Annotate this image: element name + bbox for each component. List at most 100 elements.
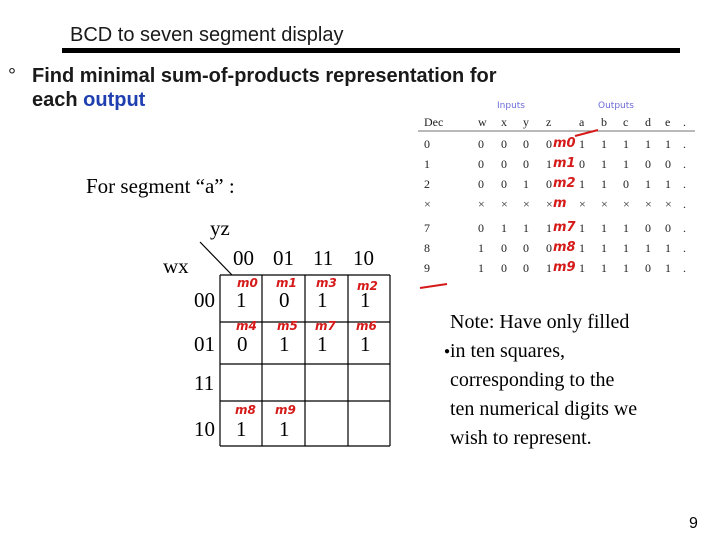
truth-cell: . [683, 197, 686, 211]
bullet-line-2: each output [32, 88, 145, 112]
truth-cell: 1 [623, 221, 629, 235]
truth-cell: × [665, 197, 672, 211]
kmap-cell: 0 [279, 288, 290, 312]
truth-cell: 0 [523, 241, 529, 255]
truth-cell: 0 [478, 221, 484, 235]
truth-minterm: m9 [553, 260, 576, 275]
truth-cell: 1 [579, 261, 585, 275]
truth-cell: × [424, 197, 431, 211]
truth-cell: . [683, 221, 686, 235]
truth-cell: × [546, 197, 553, 211]
truth-cell: 1 [579, 177, 585, 191]
kmap-minterm: m4 [236, 319, 257, 333]
truth-cell: 1 [601, 221, 607, 235]
truth-cell: 1 [665, 241, 671, 255]
truth-cell: 0 [546, 137, 552, 151]
kmap-minterm: m2 [357, 279, 378, 293]
truth-cell: × [623, 197, 630, 211]
truth-cell: 1 [523, 221, 529, 235]
kmap-diagonal [199, 241, 233, 276]
truth-header-cell: x [501, 115, 507, 129]
kmap-cell: 1 [279, 332, 290, 356]
truth-cell: . [683, 157, 686, 171]
truth-cell: 0 [665, 157, 671, 171]
truth-cell: 0 [579, 157, 585, 171]
truth-cell: . [683, 137, 686, 151]
truth-cell: × [501, 197, 508, 211]
truth-cell: × [523, 197, 530, 211]
truth-cell: 1 [665, 137, 671, 151]
truth-cell: 1 [579, 241, 585, 255]
kmap-cell: 1 [236, 417, 247, 441]
kmap-minterm: m9 [275, 403, 296, 417]
kmap-cell: 1 [317, 288, 328, 312]
truth-cell: 0 [546, 177, 552, 191]
truth-cell: 1 [665, 261, 671, 275]
truth-cell: 1 [546, 261, 552, 275]
truth-cell: 1 [478, 241, 484, 255]
kmap-row-var: wx [163, 254, 189, 278]
kmap-col-header: 01 [273, 246, 294, 270]
truth-cell: 1 [478, 261, 484, 275]
kmap-col-header: 10 [353, 246, 374, 270]
slide-title: BCD to seven segment display [70, 24, 344, 46]
truth-cell: 8 [424, 241, 430, 255]
truth-cell: 0 [424, 137, 430, 151]
kmap-row-header: 11 [194, 371, 215, 395]
kmap-row-header: 01 [194, 332, 215, 356]
kmap-minterm: m0 [237, 276, 258, 290]
truth-header-cell: d [645, 115, 651, 129]
truth-cell: 1 [601, 157, 607, 171]
bullet-line-2-prefix: each [32, 89, 84, 111]
truth-cell: × [601, 197, 608, 211]
kmap-col-var: yz [210, 216, 230, 240]
truth-cell: 1 [601, 261, 607, 275]
truth-header-cell: w [478, 115, 487, 129]
truth-cell: 0 [478, 177, 484, 191]
truth-cell: 1 [623, 157, 629, 171]
truth-cell: . [683, 261, 686, 275]
truth-cell: 0 [501, 177, 507, 191]
truth-minterm: m [553, 196, 567, 211]
kmap-col-header: 00 [233, 246, 254, 270]
truth-header-cell: e [665, 115, 670, 129]
truth-cell: × [579, 197, 586, 211]
kmap-minterm: m8 [235, 403, 256, 417]
kmap-cell: 1 [360, 332, 371, 356]
truth-cell: 0 [623, 177, 629, 191]
truth-cell: 0 [523, 157, 529, 171]
truth-cell: 1 [665, 177, 671, 191]
truth-cell: 1 [424, 157, 430, 171]
truth-cell: × [645, 197, 652, 211]
truth-cell: 0 [645, 261, 651, 275]
kmap-cell: 1 [360, 288, 371, 312]
kmap-cell: 1 [279, 417, 290, 441]
truth-group-label: Outputs [598, 101, 634, 111]
truth-header-cell: a [579, 115, 585, 129]
truth-minterm: m1 [553, 156, 576, 171]
truth-cell: 7 [424, 221, 430, 235]
kmap-minterm: m3 [316, 276, 337, 290]
truth-cell: 1 [579, 137, 585, 151]
kmap-minterm: m5 [277, 319, 298, 333]
truth-cell: 0 [478, 137, 484, 151]
truth-header-cell: c [623, 115, 628, 129]
truth-cell: 0 [546, 241, 552, 255]
truth-cell: × [478, 197, 485, 211]
truth-cell: 1 [623, 137, 629, 151]
truth-cell: 1 [601, 241, 607, 255]
truth-header-cell: . [683, 115, 686, 129]
truth-cell: 0 [478, 157, 484, 171]
truth-minterm: m2 [553, 176, 576, 191]
truth-cell: 1 [579, 221, 585, 235]
kmap-minterm: m1 [276, 276, 297, 290]
ink-stroke [574, 129, 599, 137]
truth-cell: 1 [601, 137, 607, 151]
bullet-highlight-output: output [83, 89, 146, 111]
truth-cell: 1 [601, 177, 607, 191]
